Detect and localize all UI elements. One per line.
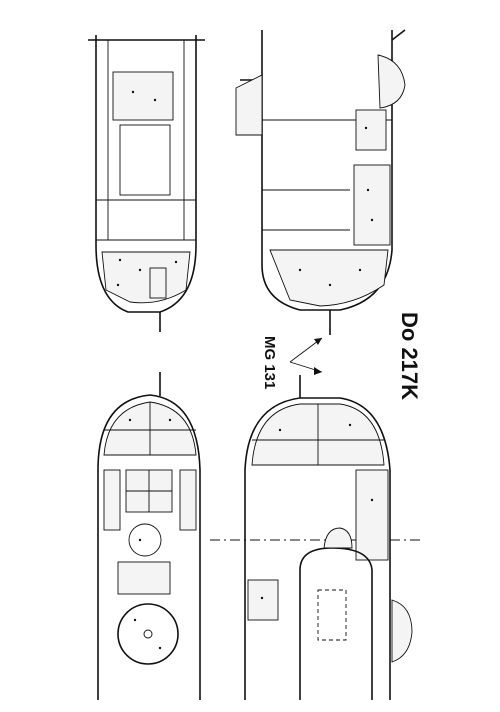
mg131-label: MG 131 bbox=[261, 336, 278, 389]
nose-side-view-upper bbox=[235, 29, 406, 335]
nose-top-view-upper bbox=[88, 35, 205, 332]
nose-top-view-lower bbox=[97, 372, 201, 700]
nose-side-view-lower bbox=[210, 375, 420, 700]
aircraft-designation: Do 217K bbox=[397, 312, 422, 400]
mg131-callout: MG 131 bbox=[261, 336, 323, 389]
